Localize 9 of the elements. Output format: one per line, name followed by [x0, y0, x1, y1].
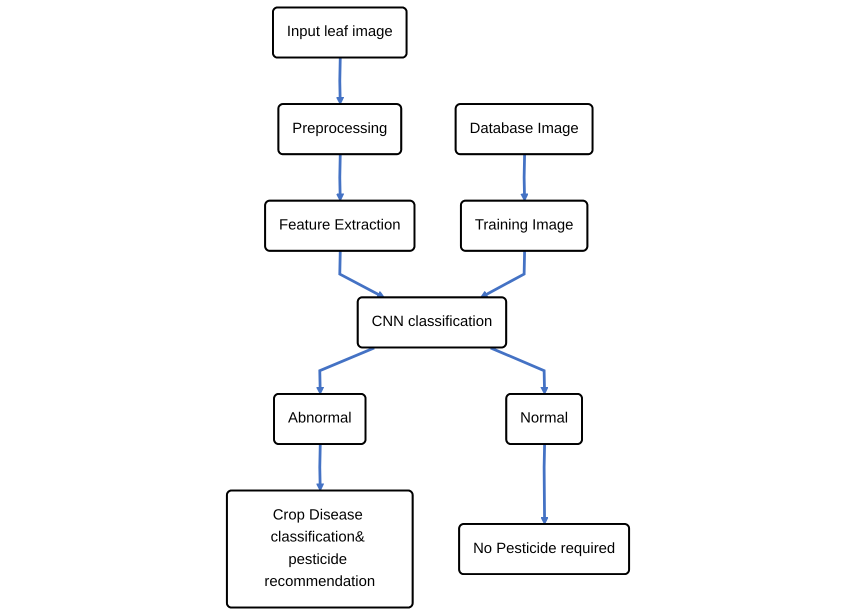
arrow: [338, 251, 385, 298]
arrow: [520, 154, 529, 202]
arrow: [336, 154, 344, 202]
arrow: [490, 346, 549, 395]
arrow: [480, 251, 526, 298]
arrow: [540, 444, 549, 525]
arrow: [316, 444, 324, 492]
arrow: [316, 346, 375, 395]
arrow: [336, 58, 344, 105]
